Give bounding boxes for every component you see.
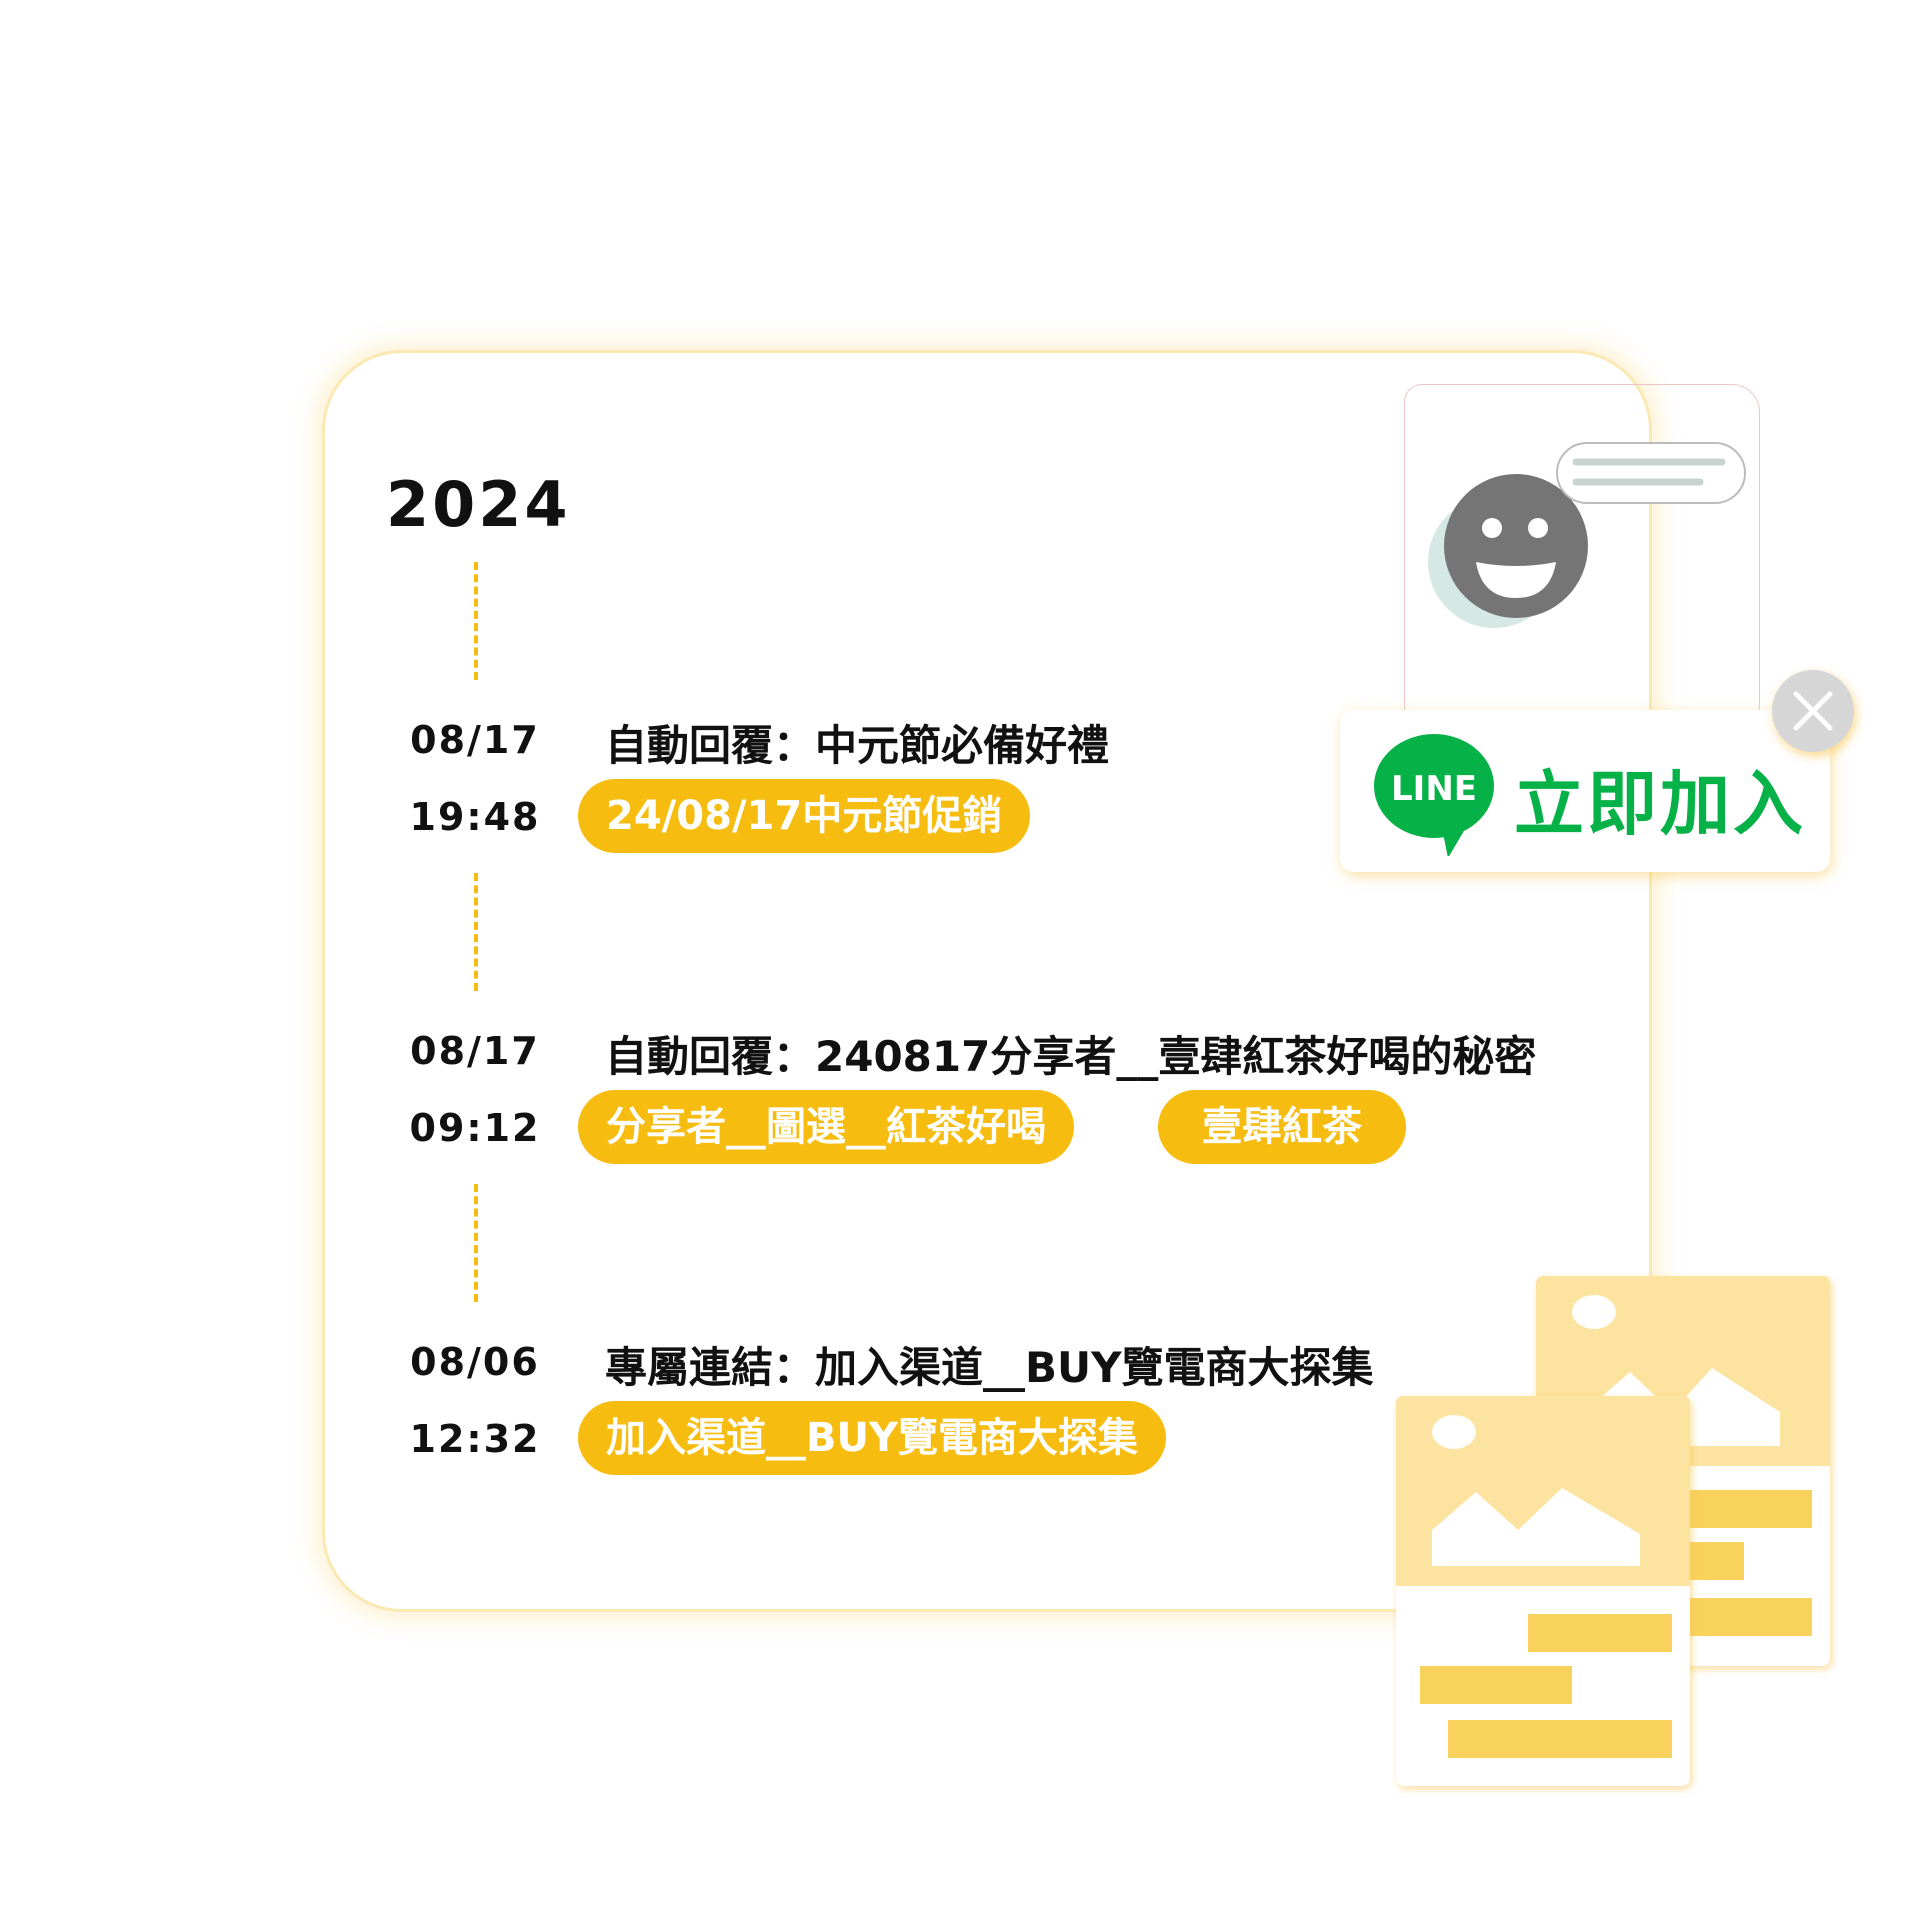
line-logo-text: LINE bbox=[1391, 769, 1477, 809]
event-title: 自動回覆：240817分享者__壹肆紅茶好喝的秘密 bbox=[605, 1032, 1537, 1081]
line-logo-icon: LINE bbox=[1374, 734, 1494, 856]
smiley-avatar-icon bbox=[1428, 474, 1588, 628]
event-tag[interactable]: 24/08/17中元節促銷 bbox=[578, 779, 1031, 853]
close-icon bbox=[1793, 691, 1833, 731]
event-tag[interactable]: 壹肆紅茶 bbox=[1158, 1090, 1406, 1164]
event-time: 12:32 bbox=[409, 1417, 541, 1461]
event-date: 08/06 bbox=[410, 1340, 540, 1384]
join-now-label: 立即加入 bbox=[1514, 763, 1806, 845]
event-time: 09:12 bbox=[409, 1106, 541, 1150]
event-date: 08/17 bbox=[410, 1029, 540, 1073]
timeline-connector bbox=[474, 873, 478, 991]
phone-outline bbox=[1404, 384, 1760, 714]
year-heading: 2024 bbox=[386, 468, 571, 541]
timeline-connector bbox=[474, 562, 478, 680]
close-button[interactable] bbox=[1772, 670, 1854, 752]
event-title: 專屬連結：加入渠道__BUY覽電商大探集 bbox=[605, 1343, 1374, 1392]
event-date: 08/17 bbox=[410, 718, 540, 762]
image-document-icon bbox=[1396, 1396, 1690, 1786]
event-title: 自動回覆：中元節必備好禮 bbox=[605, 721, 1110, 770]
event-tag[interactable]: 分享者__圖選__紅茶好喝 bbox=[578, 1090, 1074, 1164]
chat-bubble-icon bbox=[1556, 442, 1746, 504]
line-join-button[interactable]: LINE 立即加入 bbox=[1340, 710, 1830, 872]
timeline-connector bbox=[474, 1184, 478, 1302]
event-tag[interactable]: 加入渠道__BUY覽電商大探集 bbox=[578, 1401, 1166, 1475]
event-time: 19:48 bbox=[409, 795, 541, 839]
